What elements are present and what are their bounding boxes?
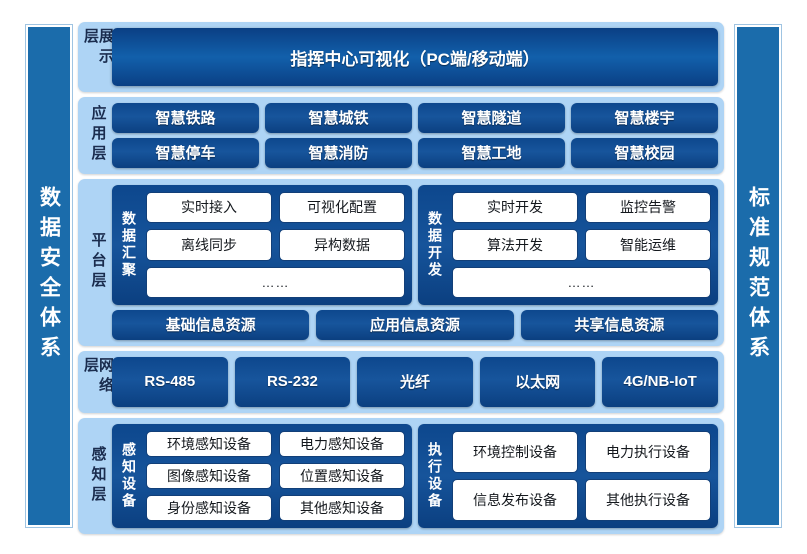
actuating-row-1: 环境控制设备 电力执行设备 [452, 430, 711, 473]
display-command-center-box[interactable]: 指挥中心可视化（PC端/移动端） [112, 28, 718, 86]
layer-perception-label: 感知层 [84, 424, 112, 528]
group-data-aggregation-title: 数据汇聚 [119, 192, 139, 298]
group-data-development-title-text: 数据开发 [427, 210, 443, 279]
aggregation-row-2: 离线同步 异构数据 [146, 229, 405, 261]
perception-groups: 感知设备 环境感知设备 电力感知设备 图像感知设备 位置感知设备 [112, 423, 718, 528]
pillar-left-label: 数据安全体系 [37, 186, 61, 366]
sensing-item-environment[interactable]: 环境感知设备 [146, 430, 272, 457]
layer-display-body: 指挥中心可视化（PC端/移动端） [112, 28, 718, 86]
platform-groups: 数据汇聚 实时接入 可视化配置 离线同步 异构数据 [112, 184, 718, 305]
pillar-right-label: 标准规范体系 [746, 186, 770, 366]
group-sensing-devices-title: 感知设备 [119, 431, 139, 521]
app-item-smart-firefighting[interactable]: 智慧消防 [265, 137, 412, 168]
group-data-aggregation-grid: 实时接入 可视化配置 离线同步 异构数据 …… [146, 191, 405, 298]
actuating-item-info-release[interactable]: 信息发布设备 [452, 478, 578, 522]
development-item-realtime-dev[interactable]: 实时开发 [452, 191, 578, 224]
resource-item-application-info[interactable]: 应用信息资源 [316, 309, 514, 340]
group-actuating-devices: 执行设备 环境控制设备 电力执行设备 信息发布设备 其他执行设备 [418, 423, 718, 528]
network-item-rs232[interactable]: RS-232 [234, 356, 351, 407]
development-row-1: 实时开发 监控告警 [452, 191, 711, 224]
layer-network-label-text: 网络层 [82, 356, 114, 397]
app-item-smart-parking[interactable]: 智慧停车 [112, 137, 259, 168]
layer-application-body: 智慧铁路 智慧城铁 智慧隧道 智慧楼宇 智慧停车 智慧消防 智慧工地 智慧校园 [112, 103, 718, 168]
layer-application-label-text: 应用层 [89, 105, 107, 166]
layer-network: 网络层 RS-485 RS-232 光纤 以太网 4G/NB-IoT [78, 350, 724, 413]
group-actuating-devices-title: 执行设备 [425, 431, 445, 521]
layer-display-label: 展示层 [82, 28, 114, 86]
layer-platform: 平台层 数据汇聚 实时接入 可视化配置 [78, 178, 724, 346]
layer-display-label-text: 展示层 [82, 28, 114, 68]
app-item-smart-construction-site[interactable]: 智慧工地 [418, 137, 565, 168]
development-item-monitoring-alarm[interactable]: 监控告警 [585, 191, 711, 224]
resource-item-shared-info[interactable]: 共享信息资源 [520, 309, 718, 340]
layer-perception-body: 感知设备 环境感知设备 电力感知设备 图像感知设备 位置感知设备 [112, 423, 718, 528]
group-data-aggregation-title-text: 数据汇聚 [121, 210, 137, 279]
app-item-smart-tunnel[interactable]: 智慧隧道 [418, 103, 565, 133]
sensing-row-2: 图像感知设备 位置感知设备 [146, 462, 405, 489]
group-data-development-grid: 实时开发 监控告警 算法开发 智能运维 …… [452, 191, 711, 298]
network-item-fiber[interactable]: 光纤 [357, 356, 473, 407]
app-item-smart-building[interactable]: 智慧楼宇 [571, 103, 718, 133]
aggregation-row-3: …… [146, 266, 405, 298]
sensing-item-power[interactable]: 电力感知设备 [279, 430, 405, 457]
layer-platform-label: 平台层 [84, 185, 112, 340]
sensing-row-1: 环境感知设备 电力感知设备 [146, 430, 405, 457]
network-item-ethernet[interactable]: 以太网 [479, 356, 596, 407]
group-sensing-devices: 感知设备 环境感知设备 电力感知设备 图像感知设备 位置感知设备 [112, 423, 412, 528]
development-row-2: 算法开发 智能运维 [452, 229, 711, 261]
app-item-smart-campus[interactable]: 智慧校园 [571, 137, 718, 168]
layer-perception: 感知层 感知设备 环境感知设备 电力感知设备 [78, 417, 724, 534]
resource-item-basic-info[interactable]: 基础信息资源 [112, 309, 310, 340]
aggregation-item-offline-sync[interactable]: 离线同步 [146, 229, 272, 261]
group-sensing-devices-title-text: 感知设备 [121, 441, 137, 510]
actuating-item-other[interactable]: 其他执行设备 [585, 478, 711, 522]
layer-display: 展示层 指挥中心可视化（PC端/移动端） [78, 22, 724, 92]
group-data-development: 数据开发 实时开发 监控告警 算法开发 智能运维 [418, 184, 718, 305]
pillar-standards: 标准规范体系 [735, 25, 781, 527]
platform-resource-row: 基础信息资源 应用信息资源 共享信息资源 [112, 309, 718, 340]
group-data-development-title: 数据开发 [425, 192, 445, 298]
aggregation-item-realtime-ingest[interactable]: 实时接入 [146, 191, 272, 224]
sensing-item-location[interactable]: 位置感知设备 [279, 462, 405, 489]
layer-network-label: 网络层 [82, 356, 114, 407]
aggregation-item-visual-config[interactable]: 可视化配置 [279, 191, 405, 224]
development-row-3: …… [452, 266, 711, 298]
group-sensing-devices-grid: 环境感知设备 电力感知设备 图像感知设备 位置感知设备 身份感知设备 其他感知设… [146, 430, 405, 522]
aggregation-item-heterogeneous-data[interactable]: 异构数据 [279, 229, 405, 261]
aggregation-item-ellipsis[interactable]: …… [146, 266, 405, 298]
development-item-algorithm-dev[interactable]: 算法开发 [452, 229, 578, 261]
app-item-smart-metro[interactable]: 智慧城铁 [265, 103, 412, 133]
network-item-4g-nbiot[interactable]: 4G/NB-IoT [602, 356, 718, 407]
sensing-item-identity[interactable]: 身份感知设备 [146, 494, 272, 522]
layer-perception-label-text: 感知层 [89, 445, 107, 506]
actuating-item-power-execution[interactable]: 电力执行设备 [585, 430, 711, 473]
app-item-smart-railway[interactable]: 智慧铁路 [112, 103, 259, 133]
application-row-2: 智慧停车 智慧消防 智慧工地 智慧校园 [112, 137, 718, 168]
sensing-item-image[interactable]: 图像感知设备 [146, 462, 272, 489]
group-data-aggregation: 数据汇聚 实时接入 可视化配置 离线同步 异构数据 [112, 184, 412, 305]
development-item-ellipsis[interactable]: …… [452, 266, 711, 298]
group-actuating-devices-grid: 环境控制设备 电力执行设备 信息发布设备 其他执行设备 [452, 430, 711, 522]
application-row-1: 智慧铁路 智慧城铁 智慧隧道 智慧楼宇 [112, 103, 718, 133]
layer-platform-body: 数据汇聚 实时接入 可视化配置 离线同步 异构数据 [112, 184, 718, 340]
sensing-row-3: 身份感知设备 其他感知设备 [146, 494, 405, 522]
actuating-item-environment-control[interactable]: 环境控制设备 [452, 430, 578, 473]
layer-stack: 展示层 指挥中心可视化（PC端/移动端） 应用层 智慧铁路 智慧城铁 智慧隧道 … [78, 22, 724, 534]
layer-network-body: RS-485 RS-232 光纤 以太网 4G/NB-IoT [112, 356, 718, 407]
network-item-rs485[interactable]: RS-485 [112, 356, 228, 407]
layer-application: 应用层 智慧铁路 智慧城铁 智慧隧道 智慧楼宇 智慧停车 智慧消防 智慧工地 智… [78, 97, 724, 174]
layer-application-label: 应用层 [84, 103, 112, 168]
group-actuating-devices-title-text: 执行设备 [427, 441, 443, 510]
network-row: RS-485 RS-232 光纤 以太网 4G/NB-IoT [112, 356, 718, 407]
pillar-data-security: 数据安全体系 [26, 25, 72, 527]
aggregation-row-1: 实时接入 可视化配置 [146, 191, 405, 224]
actuating-row-2: 信息发布设备 其他执行设备 [452, 478, 711, 522]
sensing-item-other[interactable]: 其他感知设备 [279, 494, 405, 522]
layer-platform-label-text: 平台层 [89, 232, 107, 293]
development-item-intelligent-ops[interactable]: 智能运维 [585, 229, 711, 261]
